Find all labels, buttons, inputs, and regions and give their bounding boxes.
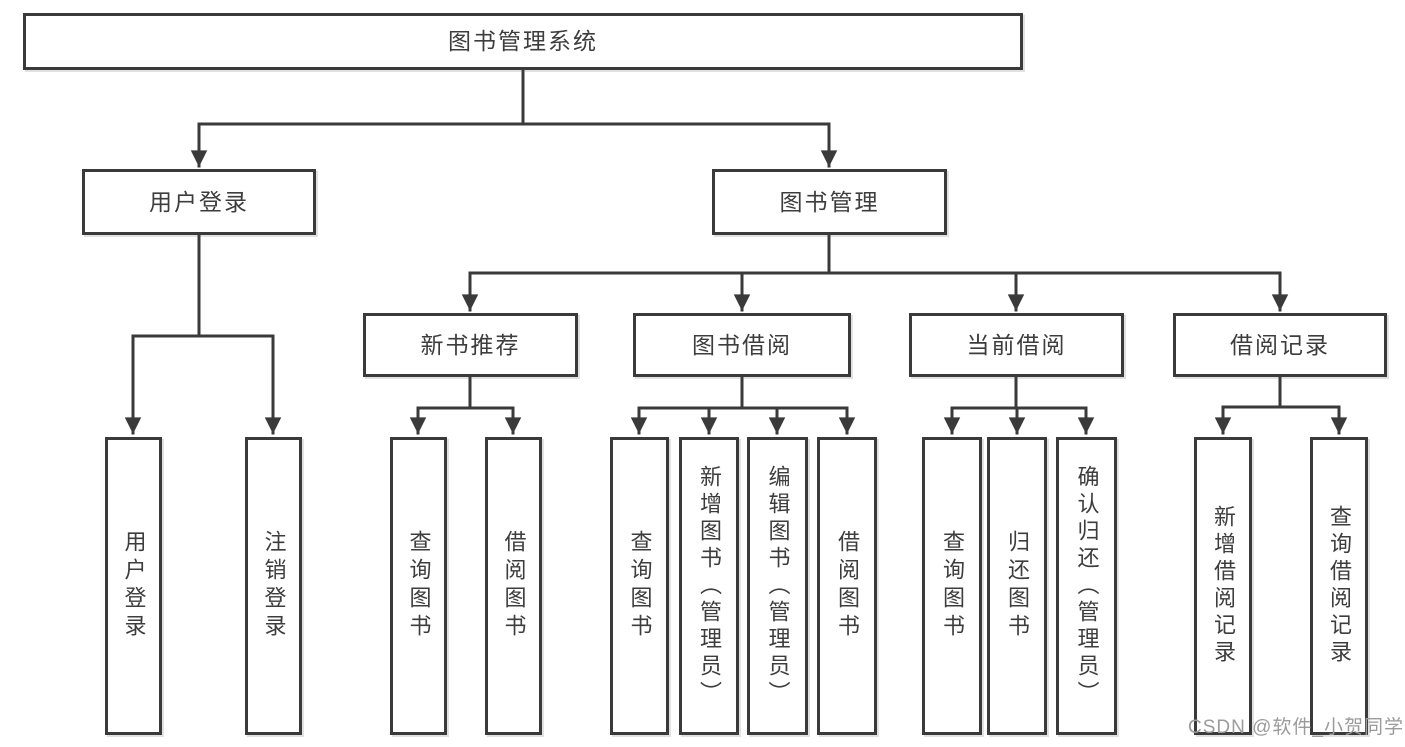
node-logout: 注销登录 (245, 437, 302, 735)
node-user-login: 用户登录 (82, 169, 316, 235)
node-new-book-rec: 新书推荐 (363, 313, 578, 377)
node-book-mgmt-label: 图书管理 (779, 188, 880, 215)
node-user-login-label: 用户登录 (149, 188, 249, 215)
edges-current-borrow-children (943, 375, 1095, 435)
node-cb-return-books: 归还图书 (987, 437, 1047, 735)
node-nbr-borrow-books-label: 借阅图书 (501, 530, 527, 642)
node-cb-query-books-label: 查询图书 (940, 530, 965, 642)
node-current-borrow: 当前借阅 (909, 313, 1124, 377)
node-new-book-rec-label: 新书推荐 (420, 331, 521, 358)
node-borrow-records-label: 借阅记录 (1230, 331, 1330, 358)
edges-book-mgmt-to-level3 (461, 233, 1289, 312)
edges-user-login-children (124, 233, 282, 435)
node-bb-add-books-admin-label: 新增图书（管理员） (697, 464, 722, 708)
node-user-login-leaf-label: 用户登录 (121, 530, 147, 642)
node-book-borrow: 图书借阅 (633, 313, 851, 377)
edges-root-to-level2 (190, 68, 838, 168)
node-user-login-leaf: 用户登录 (105, 437, 162, 735)
node-br-query-record-label: 查询借阅记录 (1327, 505, 1352, 667)
node-cb-confirm-return-admin-label: 确认归还（管理员） (1074, 464, 1100, 708)
node-bb-add-books-admin: 新增图书（管理员） (679, 437, 739, 735)
node-current-borrow-label: 当前借阅 (966, 331, 1067, 358)
node-cb-confirm-return-admin: 确认归还（管理员） (1056, 437, 1117, 735)
node-bb-query-books: 查询图书 (610, 437, 669, 735)
node-br-add-record-label: 新增借阅记录 (1211, 505, 1236, 667)
node-bb-borrow-books: 借阅图书 (817, 437, 877, 735)
node-nbr-query-books: 查询图书 (390, 437, 447, 735)
edges-new-book-rec-children (409, 375, 522, 435)
node-bb-edit-books-admin: 编辑图书（管理员） (747, 437, 808, 735)
node-cb-query-books: 查询图书 (922, 437, 982, 735)
edges-borrow-records-children (1214, 375, 1348, 435)
node-bb-query-books-label: 查询图书 (627, 530, 653, 642)
node-logout-label: 注销登录 (261, 530, 287, 642)
node-nbr-query-books-label: 查询图书 (406, 530, 432, 642)
node-bb-borrow-books-label: 借阅图书 (835, 530, 860, 642)
node-nbr-borrow-books: 借阅图书 (485, 437, 542, 735)
node-book-borrow-label: 图书借阅 (692, 331, 792, 358)
node-book-mgmt: 图书管理 (712, 169, 947, 235)
node-root: 图书管理系统 (23, 13, 1023, 70)
watermark: CSDN @软件_小贺同学 (1188, 717, 1404, 738)
node-cb-return-books-label: 归还图书 (1005, 530, 1030, 642)
node-br-add-record: 新增借阅记录 (1194, 437, 1252, 735)
node-br-query-record: 查询借阅记录 (1310, 437, 1368, 735)
node-borrow-records: 借阅记录 (1173, 313, 1387, 377)
node-root-label: 图书管理系统 (448, 28, 598, 54)
node-bb-edit-books-admin-label: 编辑图书（管理员） (765, 464, 791, 708)
edges-book-borrow-children (630, 375, 856, 435)
